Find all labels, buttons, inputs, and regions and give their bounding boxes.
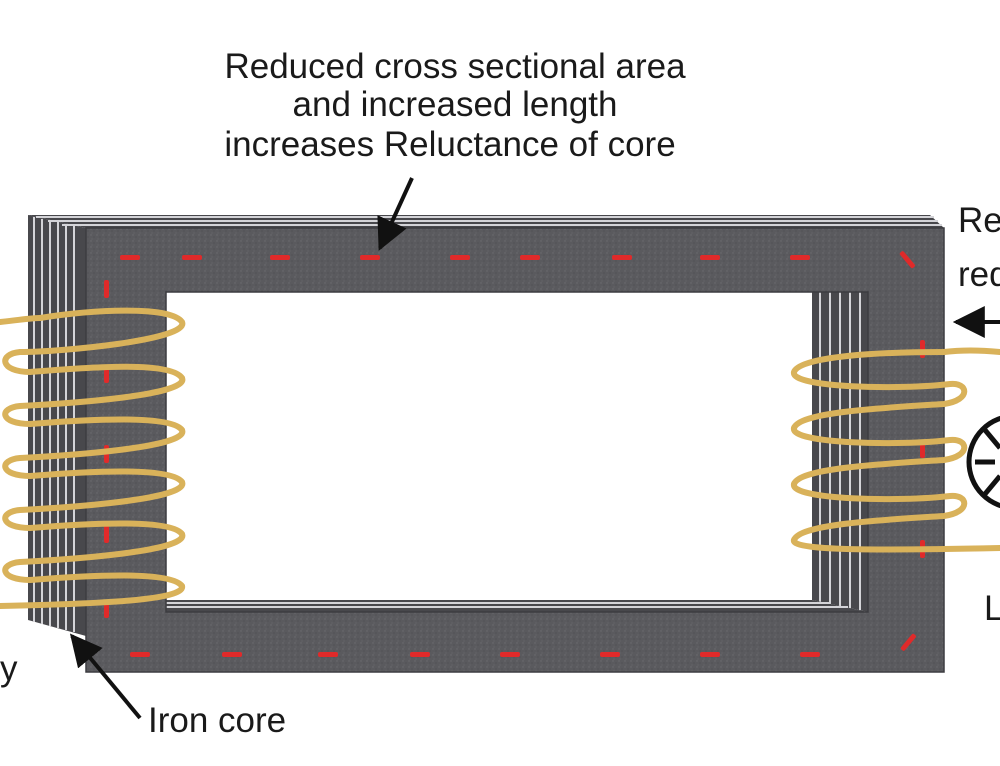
title-line-3: increases Reluctance of core [224,125,675,164]
right-bottom-partial-label: L [984,589,1000,628]
flux-arrow [800,652,820,657]
inner-window-edges [166,292,868,612]
flux-arrow [520,255,540,260]
flux-arrow [450,255,470,260]
winding-turn [2,531,186,589]
winding-turn [2,375,186,433]
flux-arrow [318,652,338,657]
flux-arrow [130,652,150,657]
title-label: Reduced cross sectional area and increas… [224,47,686,164]
flux-arrow [182,255,202,260]
flux-arrow [270,255,290,260]
right-top-partial-label: Re [958,201,1000,240]
flux-arrow [920,340,925,358]
top-lamination-stack [28,215,944,228]
flux-arrow [360,255,380,260]
winding-turn [791,349,968,431]
flux-arrow [120,255,140,260]
flux-arrow [700,255,720,260]
iron-core-label: Iron core [148,701,286,740]
left-bottom-partial-label: y [0,649,18,688]
flux-arrow [612,255,632,260]
callout-arrows [69,177,1000,720]
flux-arrow [900,633,916,651]
flux-arrow [222,652,242,657]
flux-arrow [104,525,109,543]
winding-turn [2,479,186,537]
winding-turn [2,427,186,485]
title-line-2: and increased length [293,85,618,124]
flux-arrow [410,652,430,657]
flux-arrow [700,652,720,657]
flux-arrow [899,251,915,269]
secondary-winding [791,347,1000,553]
winding-turn [791,481,968,543]
iron-core-arrow [69,633,142,720]
winding-turn [2,307,186,381]
flux-arrow [104,280,109,298]
load-circle [966,415,1000,509]
flux-arrow [500,652,520,657]
primary-winding [0,307,186,609]
flux-arrows [104,251,925,657]
winding-turn [791,425,968,487]
flux-arrow [790,255,810,260]
flux-arrow [600,652,620,657]
title-line-1: Reduced cross sectional area [224,47,686,86]
load-symbol [966,415,1000,509]
right-mid-partial-label: red [958,255,1000,294]
reluctance-arrow [377,177,414,251]
